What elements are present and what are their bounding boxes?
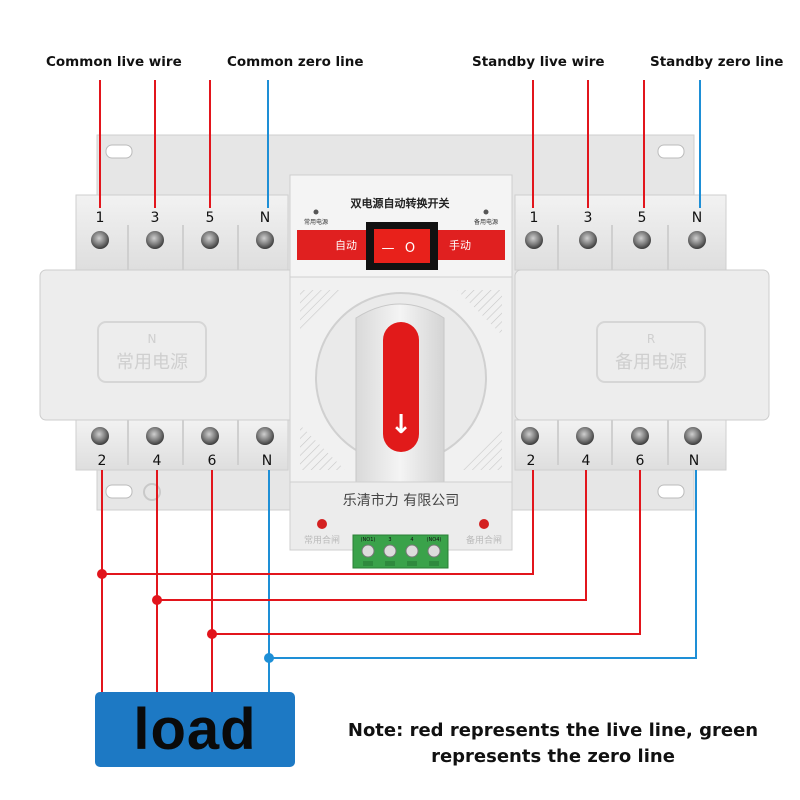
terminal-number: 5 — [638, 210, 647, 226]
terminal-number: 3 — [584, 210, 593, 226]
ats-switch-body: N 常用电源 R 备用电源 双电源自动转换开关 常用电源 备用电源 自动 手动 … — [39, 134, 770, 569]
standby-live-wire-label: Standby live wire — [472, 54, 605, 70]
terminal-number: 2 — [98, 453, 107, 469]
bottom-right-screws — [521, 427, 702, 445]
top-right-screws — [525, 231, 706, 249]
standby-power-housing — [514, 269, 770, 421]
control-terminal-block: (NO1) 3 4 (NO4) — [352, 534, 449, 569]
terminal-number: 4 — [153, 453, 162, 469]
terminal-label: 4 — [410, 537, 413, 543]
terminal-number: N — [692, 210, 702, 226]
terminal-number: N — [260, 210, 270, 226]
terminal-number: N — [262, 453, 272, 469]
transfer-handle[interactable]: ↓ — [355, 303, 445, 526]
zero-wire — [269, 470, 697, 659]
terminal-number: 3 — [151, 210, 160, 226]
handle-red-strip — [383, 322, 419, 452]
led-common — [317, 519, 327, 529]
small-left-label: 常用电源 — [304, 218, 328, 226]
live-wire — [212, 470, 641, 635]
rocker-switch[interactable]: — O — [366, 222, 438, 270]
junction-dot — [207, 629, 217, 639]
mount-hole — [657, 484, 685, 499]
terminal-number: 1 — [530, 210, 539, 226]
auto-label: 自动 — [335, 239, 357, 252]
terminal-numbers: 1 3 5 N 1 3 5 N 2 4 6 N 2 4 6 N — [96, 210, 703, 469]
common-live-wire-label: Common live wire — [46, 54, 182, 70]
small-right-label: 备用电源 — [474, 218, 498, 226]
right-emboss-letter: R — [647, 332, 655, 346]
mount-hole — [657, 144, 685, 159]
down-arrow-icon: ↓ — [390, 410, 412, 440]
terminal-label: 3 — [388, 537, 391, 543]
rocker-dash: — — [382, 241, 395, 256]
mount-hole — [105, 484, 133, 499]
top-left-screws — [91, 231, 274, 249]
led-standby — [479, 519, 489, 529]
mount-hole — [105, 144, 133, 159]
terminal-number: 1 — [96, 210, 105, 226]
rocker-o: O — [405, 241, 415, 256]
junction-dot — [97, 569, 107, 579]
manual-label: 手动 — [449, 238, 471, 252]
input-wires — [99, 80, 701, 208]
terminal-label: (NO4) — [427, 537, 442, 543]
note-line-1: Note: red represents the live line, gree… — [347, 720, 759, 741]
common-zero-line-label: Common zero line — [227, 54, 364, 70]
terminal-number: 5 — [206, 210, 215, 226]
company-label: 乐清市力 有限公司 — [343, 492, 459, 509]
note-line-2: represents the zero line — [431, 746, 675, 767]
terminal-number: 2 — [527, 453, 536, 469]
bottom-left-screws — [91, 427, 274, 445]
terminal-number: N — [689, 453, 699, 469]
terminal-number: 4 — [582, 453, 591, 469]
terminal-screws — [91, 231, 706, 445]
standby-zero-line-label: Standby zero line — [650, 54, 784, 70]
panel-title: 双电源自动转换开关 — [351, 196, 450, 210]
live-wire — [102, 470, 534, 575]
terminal-number: 6 — [636, 453, 645, 469]
led-common-label: 常用合闸 — [304, 534, 340, 546]
led-standby-label: 备用合闸 — [466, 534, 502, 546]
left-emboss-letter: N — [148, 332, 157, 346]
junction-dot — [152, 595, 162, 605]
load-box: load — [95, 692, 295, 767]
right-emboss-text: 备用电源 — [615, 352, 687, 373]
left-emboss-text: 常用电源 — [116, 352, 188, 373]
terminal-label: (NO1) — [361, 537, 376, 543]
terminal-number: 6 — [208, 453, 217, 469]
junction-dots — [97, 569, 274, 663]
common-power-housing — [39, 269, 296, 421]
output-wires — [101, 470, 697, 692]
live-wire — [157, 470, 587, 601]
legend-note: Note: red represents the live line, gree… — [318, 718, 788, 770]
junction-dot — [264, 653, 274, 663]
load-label: load — [133, 697, 257, 762]
